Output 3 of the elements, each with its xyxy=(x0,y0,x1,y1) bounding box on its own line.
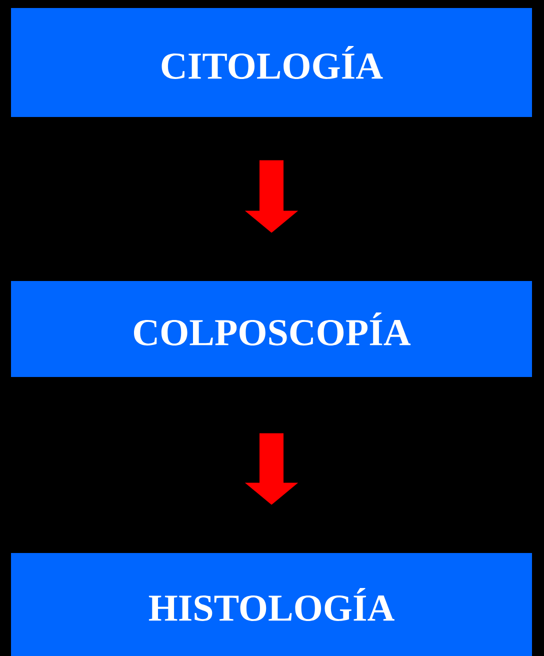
process-box: COLPOSCOPÍA xyxy=(11,281,532,377)
process-box: HISTOLOGÍA xyxy=(11,553,532,656)
process-box: CITOLOGÍA xyxy=(11,8,532,117)
